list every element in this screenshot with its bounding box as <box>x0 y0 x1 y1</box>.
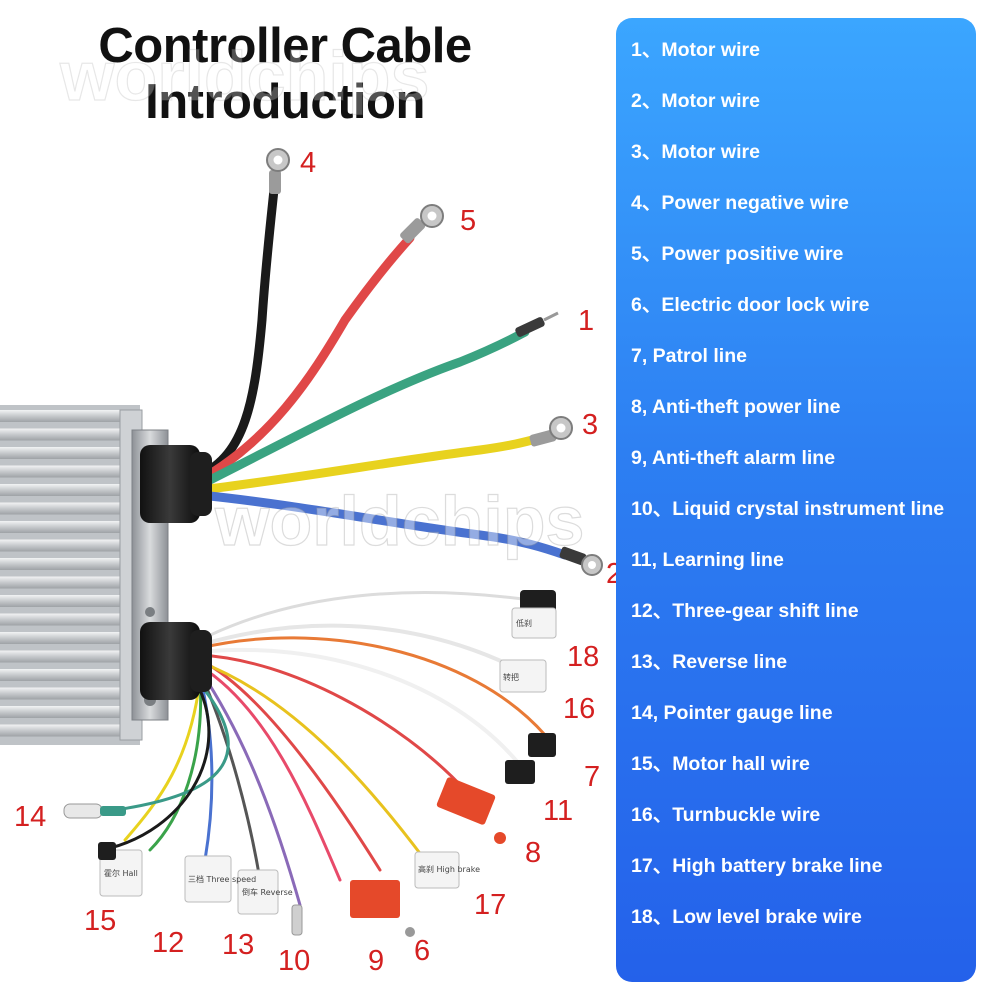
legend-item-18: 18、Low level brake wire <box>631 906 862 928</box>
heatsink-fin <box>0 650 125 663</box>
connector-14 <box>63 803 126 819</box>
heatsink-fin <box>0 632 125 644</box>
connectors: 低刹 转把 高刹 High brake 倒车 Reverse 三档 Three … <box>63 590 557 937</box>
heatsink-fin <box>0 521 125 533</box>
cable-glands <box>140 445 212 700</box>
connector-13: 倒车 Reverse <box>237 869 293 915</box>
callout-16: 16 <box>563 693 595 725</box>
legend-item-5: 5、Power positive wire <box>631 243 844 265</box>
heatsink-fin <box>0 447 125 459</box>
heatsink-fin <box>0 428 125 441</box>
ring-terminal-3 <box>529 416 573 447</box>
watermark-center: worldchips <box>214 482 584 560</box>
heatsink-fin <box>0 484 125 496</box>
legend-item-7: 7, Patrol line <box>631 345 747 367</box>
legend-item-11: 11, Learning line <box>631 549 784 571</box>
callout-8: 8 <box>525 837 541 869</box>
title-line-1: Controller Cable <box>98 19 472 73</box>
callout-17: 17 <box>474 889 506 921</box>
yellow-motor-wire <box>195 433 545 495</box>
connector-8 <box>436 777 506 844</box>
connector-17: 高刹 High brake <box>414 851 480 889</box>
callout-15: 15 <box>84 905 116 937</box>
red-power-positive-wire <box>195 233 415 485</box>
connector-7 <box>528 733 556 757</box>
callout-6: 6 <box>414 935 430 967</box>
legend-item-6: 6、Electric door lock wire <box>631 294 870 316</box>
legend-item-16: 16、Turnbuckle wire <box>631 804 821 826</box>
ring-terminal-5 <box>400 204 444 244</box>
svg-text:高刹 High brake: 高刹 High brake <box>418 864 480 874</box>
heatsink-fin <box>0 539 125 552</box>
connector-9 <box>350 880 400 918</box>
connector-16: 转把 <box>499 659 547 693</box>
callout-1: 1 <box>578 305 594 337</box>
legend-item-15: 15、Motor hall wire <box>631 753 810 775</box>
heatsink-fin <box>0 724 125 737</box>
heatsink-fin <box>0 613 125 626</box>
callout-14: 14 <box>14 801 46 833</box>
callout-13: 13 <box>222 929 254 961</box>
heatsink-fin <box>0 410 125 422</box>
svg-text:低刹: 低刹 <box>516 618 532 628</box>
callout-10: 10 <box>278 945 310 977</box>
callout-5: 5 <box>460 205 476 237</box>
connector-10 <box>291 904 303 936</box>
legend-item-9: 9, Anti-theft alarm line <box>631 447 836 469</box>
callout-7: 7 <box>584 761 600 793</box>
callout-numbers: 4 5 1 3 2 18 16 7 11 8 17 14 15 12 13 10… <box>14 147 622 977</box>
ring-terminal-4 <box>266 148 290 194</box>
power-motor-cables <box>195 175 570 560</box>
legend-item-4: 4、Power negative wire <box>631 192 849 214</box>
legend-panel: 1、Motor wire 2、Motor wire 3、Motor wire 4… <box>616 18 976 982</box>
pin-terminal-1 <box>515 311 559 337</box>
svg-text:倒车 Reverse: 倒车 Reverse <box>242 887 293 897</box>
diagram-title: Controller Cable Introduction <box>40 18 530 130</box>
title-line-2: Introduction <box>145 75 425 129</box>
legend-item-17: 17、High battery brake line <box>631 855 883 877</box>
connector-18: 低刹 <box>511 590 557 639</box>
legend-item-3: 3、Motor wire <box>631 141 760 163</box>
terminals <box>266 148 603 576</box>
connector-6 <box>405 927 415 937</box>
harness-wires <box>98 590 547 907</box>
svg-text:霍尔 Hall: 霍尔 Hall <box>104 868 138 878</box>
heatsink-fin <box>0 687 125 700</box>
green-motor-wire <box>195 327 530 490</box>
callout-11: 11 <box>543 795 573 827</box>
legend-item-13: 13、Reverse line <box>631 651 788 673</box>
heatsink-fin <box>0 706 125 718</box>
callout-3: 3 <box>582 409 598 441</box>
black-power-negative-wire <box>195 175 280 480</box>
connector-11 <box>505 760 535 784</box>
heatsink-fin <box>0 595 125 607</box>
legend-list: 1、Motor wire 2、Motor wire 3、Motor wire 4… <box>631 37 976 955</box>
legend-item-8: 8, Anti-theft power line <box>631 396 841 418</box>
watermark-top: worldchips <box>59 37 429 115</box>
heatsink-fin <box>0 669 125 681</box>
heatsink-fin <box>0 576 125 589</box>
connector-15: 霍尔 Hall <box>98 842 143 897</box>
legend-item-2: 2、Motor wire <box>631 90 760 112</box>
svg-text:转把: 转把 <box>503 672 519 682</box>
svg-text:三档 Three speed: 三档 Three speed <box>188 874 256 884</box>
connector-12: 三档 Three speed <box>184 855 256 903</box>
legend-item-1: 1、Motor wire <box>631 39 760 61</box>
legend-item-14: 14, Pointer gauge line <box>631 702 833 724</box>
callout-18: 18 <box>567 641 599 673</box>
callout-4: 4 <box>300 147 316 179</box>
blue-motor-wire <box>195 490 570 560</box>
heatsink-fin <box>0 465 125 478</box>
callout-9: 9 <box>368 945 384 977</box>
legend-item-12: 12、Three-gear shift line <box>631 600 859 622</box>
legend-item-10: 10、Liquid crystal instrument line <box>631 498 945 520</box>
heatsink-fin <box>0 558 125 570</box>
ring-terminal-2 <box>559 546 603 576</box>
callout-12: 12 <box>152 927 184 959</box>
heatsink-fin <box>0 502 125 515</box>
